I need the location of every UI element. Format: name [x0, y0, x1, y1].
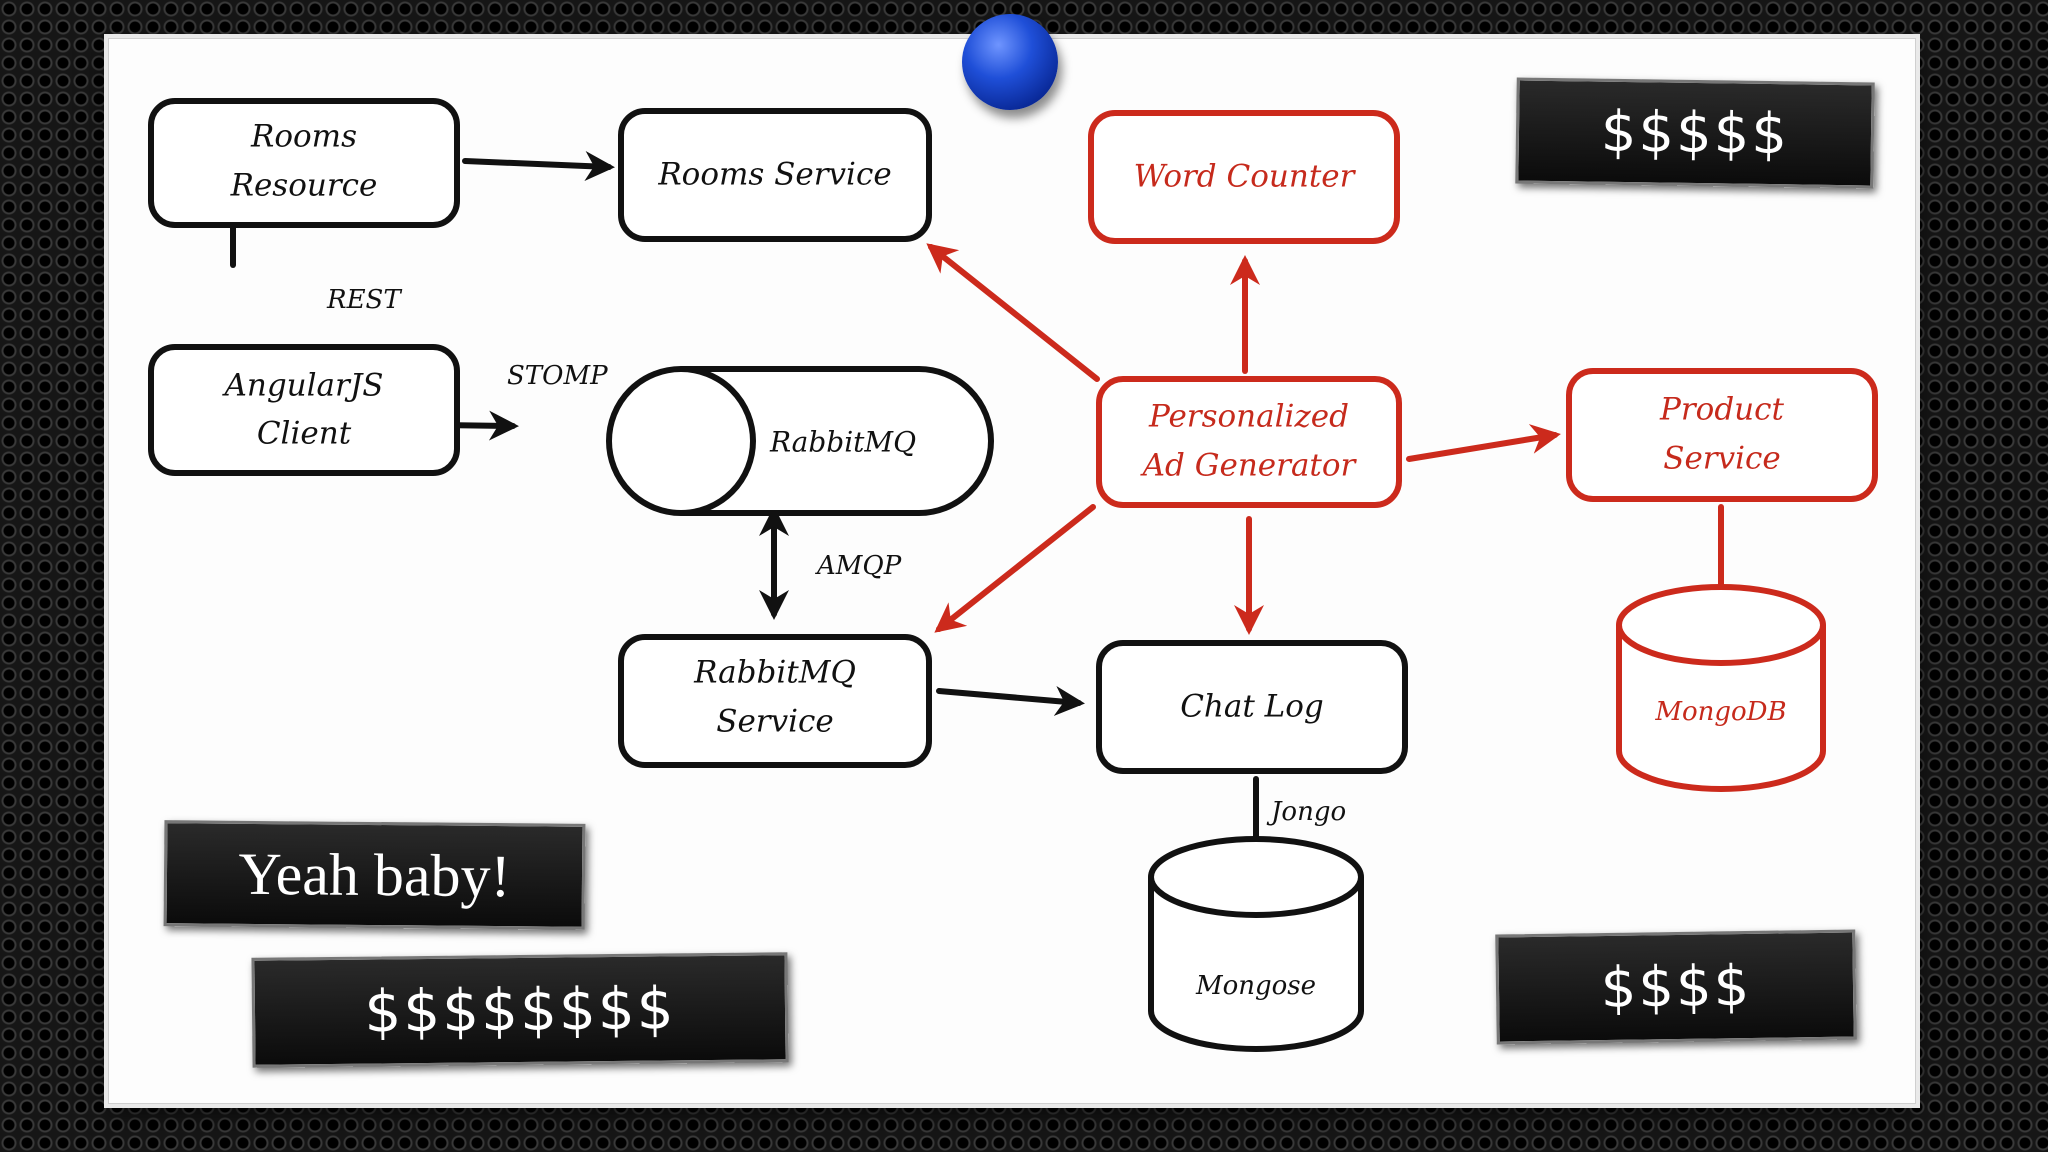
edge-ad-to-rooms-service [926, 243, 1100, 382]
node-rabbitmq-service-line1: RabbitMQ [693, 655, 856, 691]
node-rooms-service-label: Rooms Service [657, 157, 891, 193]
tag-dollars-top-right: $$$$$ [1515, 77, 1875, 189]
node-word-counter: Word Counter [1088, 110, 1400, 244]
node-chat-log: Chat Log [1096, 640, 1408, 774]
node-ad-generator-line1: Personalized [1148, 399, 1349, 435]
node-product-service-line1: Product [1659, 392, 1785, 428]
node-product-service: Product Service [1566, 368, 1878, 502]
node-rabbitmq-service-line2: Service [716, 704, 834, 740]
node-mongodb: MongoDB [1616, 584, 1826, 792]
edges [218, 151, 1736, 895]
node-product-service-line2: Service [1663, 441, 1781, 477]
node-ad-generator-line2: Ad Generator [1140, 448, 1358, 484]
node-mongose-label: Mongose [1195, 971, 1316, 1001]
node-rooms-resource-line2: Resource [230, 168, 378, 204]
tag-dollars-bottom-left: $$$$$$$$ [251, 952, 789, 1068]
node-mongose: Mongose [1148, 836, 1364, 1052]
edge-ad-to-product-service [1406, 424, 1561, 462]
node-chat-log-label: Chat Log [1180, 689, 1324, 725]
edge-rabbitmq-service-to-chat-log [936, 686, 1085, 716]
tag-dollars-bottom-right: $$$$ [1495, 929, 1857, 1045]
node-rabbitmq-service: RabbitMQ Service [618, 634, 932, 768]
node-rooms-resource-line1: Rooms [250, 119, 357, 155]
pushpin-icon [962, 14, 1058, 110]
edge-ad-to-rabbitmq-service [934, 504, 1096, 633]
tag-yeah-baby: Yeah baby! [163, 820, 586, 930]
node-angularjs-client-line2: Client [257, 416, 352, 452]
edge-label-jongo: Jongo [1266, 797, 1346, 827]
edge-label-amqp: AMQP [815, 551, 902, 581]
node-angularjs-client: AngularJS Client [148, 344, 460, 476]
node-ad-generator: Personalized Ad Generator [1096, 376, 1402, 508]
node-rabbitmq-queue: RabbitMQ [606, 366, 994, 516]
node-rabbitmq-label: RabbitMQ [769, 426, 916, 459]
node-rooms-resource: Rooms Resource [148, 98, 460, 228]
node-angularjs-client-line1: AngularJS [221, 368, 383, 404]
node-rooms-service: Rooms Service [618, 108, 932, 242]
node-word-counter-label: Word Counter [1134, 159, 1357, 195]
node-mongodb-label: MongoDB [1654, 697, 1786, 727]
edge-label-stomp: STOMP [507, 361, 608, 391]
architecture-diagram: REST STOMP AMQP Jongo Rooms Resource Roo… [148, 98, 1878, 1052]
edge-label-rest: REST [326, 285, 402, 315]
edge-resource-to-rooms-service [462, 151, 615, 181]
